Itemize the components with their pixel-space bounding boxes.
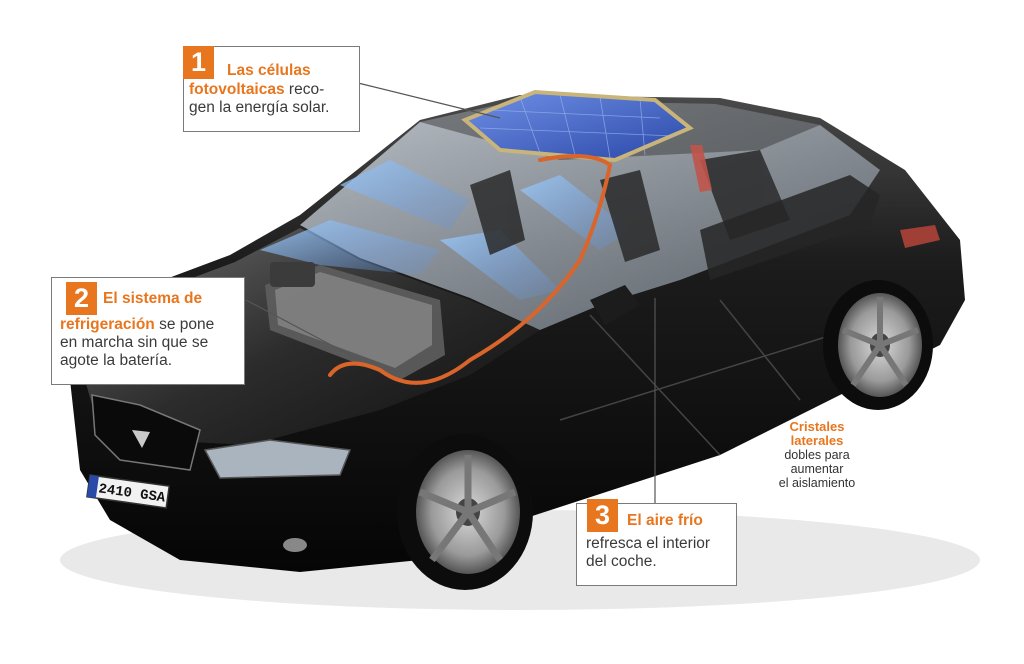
callout-1-highlight-line1: Las células	[227, 62, 311, 79]
rear-side-window	[700, 175, 880, 280]
solar-grid	[479, 94, 676, 159]
callout-3-text-line3: del coche.	[586, 553, 657, 570]
cooling-unit	[265, 262, 445, 380]
callout-number-2: 2	[66, 282, 97, 315]
side-note-title-line1: Cristales	[789, 419, 845, 434]
callout-1-text-line3: gen la energía solar.	[189, 99, 330, 116]
callout-number-1: 1	[183, 46, 214, 79]
side-note-body-line1: dobles para	[784, 448, 850, 462]
callout-solar-cells: 1 Las células fotovoltaicas reco- gen la…	[183, 46, 360, 132]
cold-air-flow	[260, 160, 630, 300]
callout-3-text-line2: refresca el interior	[586, 535, 711, 552]
side-note-body-line3: el aislamiento	[778, 476, 856, 490]
cooling-pipe	[328, 154, 613, 385]
callout-2-highlight-line2: refrigeración	[60, 316, 155, 333]
leader-lines	[245, 82, 656, 503]
callout-number-3: 3	[587, 499, 618, 532]
side-note-title-line2: laterales	[790, 433, 844, 448]
rear-wheel	[823, 280, 933, 410]
callout-2-text-line2: se pone	[154, 316, 215, 333]
brand-logo	[132, 430, 150, 448]
front-wheel	[397, 434, 533, 590]
fog-light	[283, 538, 307, 552]
callout-2-text-line4: agote la batería.	[60, 352, 173, 369]
callout-cold-air: 3 El aire frío refresca el interior del …	[576, 499, 737, 586]
seatbelt-accent	[690, 145, 712, 192]
callout-1-highlight-line2: fotovoltaicas	[189, 81, 285, 98]
solar-panel	[461, 89, 694, 163]
side-mirror	[590, 285, 640, 325]
callout-1-text-line2: reco-	[284, 81, 325, 98]
callout-2-text-line3: en marcha sin que se	[60, 334, 209, 351]
headlight	[203, 439, 352, 479]
callout-cooling-system: 2 El sistema de refrigeración se pone en…	[51, 277, 245, 385]
side-note-body-line2: aumentar	[790, 462, 844, 476]
side-windows-note: Cristales laterales dobles para aumentar…	[760, 419, 874, 491]
callout-3-highlight-line1: El aire frío	[627, 512, 703, 529]
rear-light	[900, 225, 940, 248]
callout-2-highlight-line1: El sistema de	[103, 290, 203, 307]
